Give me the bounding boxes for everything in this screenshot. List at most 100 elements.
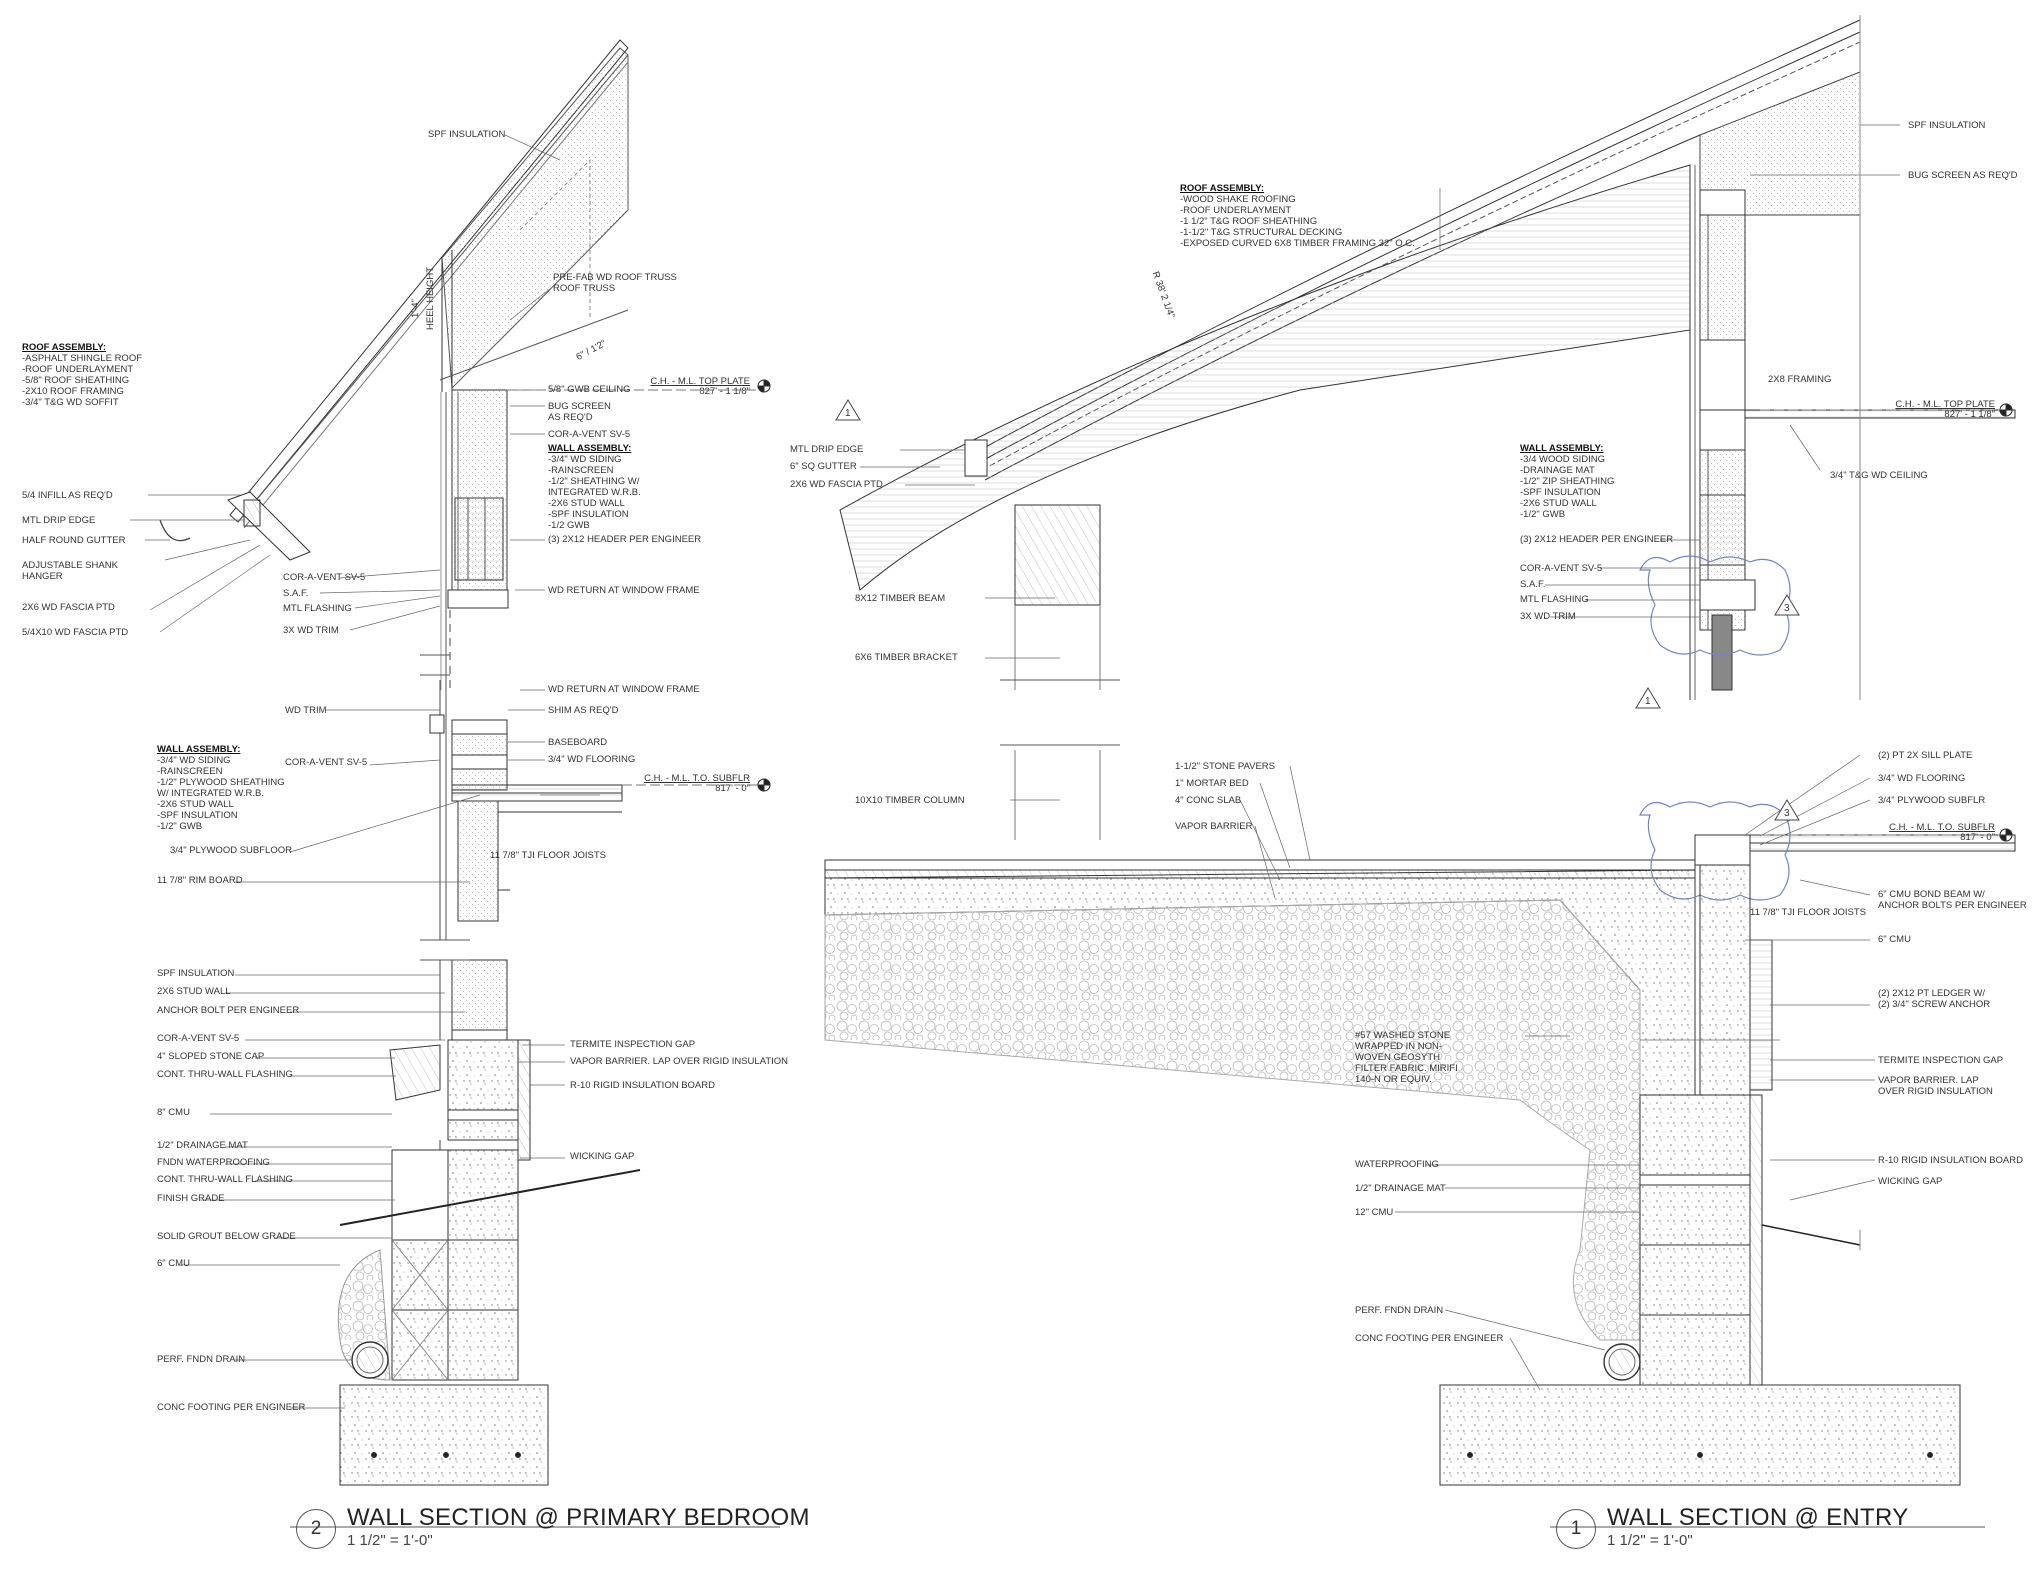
bedroom-break-lines <box>420 654 470 961</box>
entry-washed-stone: #57 WASHED STONE WRAPPED IN NON- WOVEN G… <box>1355 1030 1458 1085</box>
entry-section-drawing <box>824 15 2016 1528</box>
bedroom-roof <box>159 39 629 561</box>
label-solid-grout: SOLID GROUT BELOW GRADE <box>157 1231 296 1242</box>
entry-label-mtl-flashing: MTL FLASHING <box>1520 594 1589 605</box>
label-wd-flooring: 3/4" WD FLOORING <box>548 754 636 765</box>
label-wd-return: WD RETURN AT WINDOW FRAME <box>548 585 700 596</box>
entry-label-ledger-2: (2) 3/4" SCREW ANCHOR <box>1878 999 1991 1010</box>
label-gutter: HALF ROUND GUTTER <box>22 535 126 546</box>
entry-label-ledger: (2) 2X12 PT LEDGER W/ <box>1878 988 1985 999</box>
entry-wall <box>1639 189 2016 691</box>
bedroom-section-drawing <box>130 39 780 1528</box>
entry-label-drip-edge: MTL DRIP EDGE <box>790 444 864 455</box>
bedroom-leaders <box>130 134 600 1409</box>
entry-label-header: (3) 2X12 HEADER PER ENGINEER <box>1520 534 1674 545</box>
label-shank-2: HANGER <box>22 571 63 582</box>
entry-label-bond-beam: 6" CMU BOND BEAM W/ <box>1878 889 1985 900</box>
entry-label-plywood: 3/4" PLYWOOD SUBFLR <box>1878 795 1986 806</box>
detail-title-entry-name: WALL SECTION @ ENTRY <box>1607 1504 1909 1531</box>
label-6-cmu: 6" CMU <box>157 1258 190 1269</box>
label-fascia-5-4: 5/4X10 WD FASCIA PTD <box>22 627 129 638</box>
entry-label-drainage-mat: 1/2" DRAINAGE MAT <box>1355 1183 1446 1194</box>
label-thru-wall-flashing-2: CONT. THRU-WALL FLASHING <box>157 1174 293 1185</box>
entry-revision-triangles <box>835 399 1800 821</box>
label-prefab-truss-2: ROOF TRUSS <box>553 283 616 294</box>
label-heel-dim: 1'-4" <box>410 299 421 318</box>
label-mtl-flashing: MTL FLASHING <box>283 603 352 614</box>
entry-label-wd-ceiling: 3/4" T&G WD CEILING <box>1830 470 1928 481</box>
entry-label-rigid-insulation: R-10 RIGID INSULATION BOARD <box>1878 1155 2023 1166</box>
entry-label-timber-bracket: 6X6 TIMBER BRACKET <box>855 652 958 663</box>
entry-break-lines <box>1000 15 1861 1250</box>
detail-number-bubble-1: 1 <box>1556 1509 1596 1549</box>
label-termite-gap: TERMITE INSPECTION GAP <box>570 1039 696 1050</box>
entry-level-subfloor: C.H. - M.L. T.O. SUBFLR 817' - 0" <box>1889 822 1995 843</box>
detail-title-bedroom-scale: 1 1/2" = 1'-0" <box>347 1532 433 1549</box>
entry-label-saf: S.A.F. <box>1520 579 1546 590</box>
entry-label-pavers: 1-1/2" STONE PAVERS <box>1175 761 1275 772</box>
entry-label-sill-plate: (2) PT 2X SILL PLATE <box>1878 750 1973 761</box>
entry-label-12-cmu: 12" CMU <box>1355 1207 1394 1218</box>
label-wicking-gap: WICKING GAP <box>570 1151 635 1162</box>
label-drainage-mat: 1/2" DRAINAGE MAT <box>157 1140 248 1151</box>
bedroom-floor-assembly <box>429 680 623 940</box>
label-vapor-barrier: VAPOR BARRIER. LAP OVER RIGID INSULATION <box>570 1056 789 1067</box>
label-saf: S.A.F. <box>283 588 309 599</box>
bedroom-level-top-plate: C.H. - M.L. TOP PLATE 827' - 1 1/8" <box>650 376 750 397</box>
entry-level-top-plate: C.H. - M.L. TOP PLATE 827' - 1 1/8" <box>1895 399 1995 420</box>
bedroom-wall-assembly-lower: WALL ASSEMBLY: -3/4" WD SIDING -RAINSCRE… <box>157 744 285 832</box>
entry-label-wicking-gap: WICKING GAP <box>1878 1176 1943 1187</box>
detail-number-bubble-2: 2 <box>296 1509 336 1549</box>
detail-title-bedroom: WALL SECTION @ PRIMARY BEDROOM 1 1/2" = … <box>347 1505 810 1549</box>
entry-label-conc-footing: CONC FOOTING PER ENGINEER <box>1355 1333 1504 1344</box>
label-prefab-truss: PRE-FAB WD ROOF TRUSS <box>553 272 677 283</box>
entry-level-markers <box>1760 403 2013 842</box>
label-cor-a-vent-3: COR-A-VENT SV-5 <box>285 757 368 768</box>
label-stone-cap: 4" SLOPED STONE CAP <box>157 1051 265 1062</box>
label-plywood-subfloor: 3/4" PLYWOOD SUBFLOOR <box>170 845 292 856</box>
entry-label-vapor-lap: VAPOR BARRIER. LAP <box>1878 1075 1979 1086</box>
label-cor-a-vent-2: COR-A-VENT SV-5 <box>283 572 366 583</box>
entry-label-timber-beam: 8X12 TIMBER BEAM <box>855 593 946 604</box>
label-thru-wall-flashing: CONT. THRU-WALL FLASHING <box>157 1069 293 1080</box>
entry-label-2x8: 2X8 FRAMING <box>1768 374 1832 385</box>
entry-label-wd-flooring: 3/4" WD FLOORING <box>1878 773 1966 784</box>
label-fndn-waterproofing: FNDN WATERPROOFING <box>157 1157 270 1168</box>
entry-label-fascia: 2X6 WD FASCIA PTD <box>790 479 883 490</box>
label-drip-edge: MTL DRIP EDGE <box>22 515 96 526</box>
label-3x-trim: 3X WD TRIM <box>283 625 339 636</box>
entry-label-termite-gap: TERMITE INSPECTION GAP <box>1878 1055 2004 1066</box>
label-spf-insulation-2: SPF INSULATION <box>157 968 235 979</box>
entry-label-gutter: 6" SQ GUTTER <box>790 461 857 472</box>
revision-tag-1a: 1 <box>845 408 851 419</box>
entry-label-waterproofing: WATERPROOFING <box>1355 1159 1439 1170</box>
label-finish-grade: FINISH GRADE <box>157 1193 225 1204</box>
entry-label-perf-drain: PERF. FNDN DRAIN <box>1355 1305 1444 1316</box>
label-bug-screen-2: AS REQ'D <box>548 412 593 423</box>
label-fascia-2x6: 2X6 WD FASCIA PTD <box>22 602 115 613</box>
entry-slab <box>824 801 2016 1341</box>
entry-label-timber-column: 10X10 TIMBER COLUMN <box>855 795 965 806</box>
entry-label-cor-a-vent: COR-A-VENT SV-5 <box>1520 563 1603 574</box>
label-tji-joists: 11 7/8" TJI FLOOR JOISTS <box>490 850 606 861</box>
bedroom-roof-assembly: ROOF ASSEMBLY: -ASPHALT SHINGLE ROOF -RO… <box>22 342 143 408</box>
label-wd-trim: WD TRIM <box>285 705 327 716</box>
entry-label-vapor-lap-2: OVER RIGID INSULATION <box>1878 1086 1993 1097</box>
entry-label-slab: 4" CONC SLAB <box>1175 795 1242 806</box>
detail-title-entry: WALL SECTION @ ENTRY 1 1/2" = 1'-0" <box>1607 1505 1909 1549</box>
label-infill: 5/4 INFILL AS REQ'D <box>22 490 113 501</box>
label-spf-insulation: SPF INSULATION <box>428 129 506 140</box>
label-gwb-ceiling: 5/8" GWB CEILING <box>548 384 631 395</box>
label-perf-drain: PERF. FNDN DRAIN <box>157 1354 246 1365</box>
label-anchor-bolt: ANCHOR BOLT PER ENGINEER <box>157 1005 300 1016</box>
entry-label-tji: 11 7/8" TJI FLOOR JOISTS <box>1750 907 1866 918</box>
label-baseboard: BASEBOARD <box>548 737 608 748</box>
entry-label-6-cmu: 6" CMU <box>1878 934 1911 945</box>
label-8-cmu: 8" CMU <box>157 1107 190 1118</box>
detail-title-bedroom-name: WALL SECTION @ PRIMARY BEDROOM <box>347 1504 810 1531</box>
label-shim: SHIM AS REQ'D <box>548 705 619 716</box>
entry-leaders <box>860 124 1900 1391</box>
revision-tag-3b: 3 <box>1784 808 1790 819</box>
label-cor-a-vent: COR-A-VENT SV-5 <box>548 429 631 440</box>
